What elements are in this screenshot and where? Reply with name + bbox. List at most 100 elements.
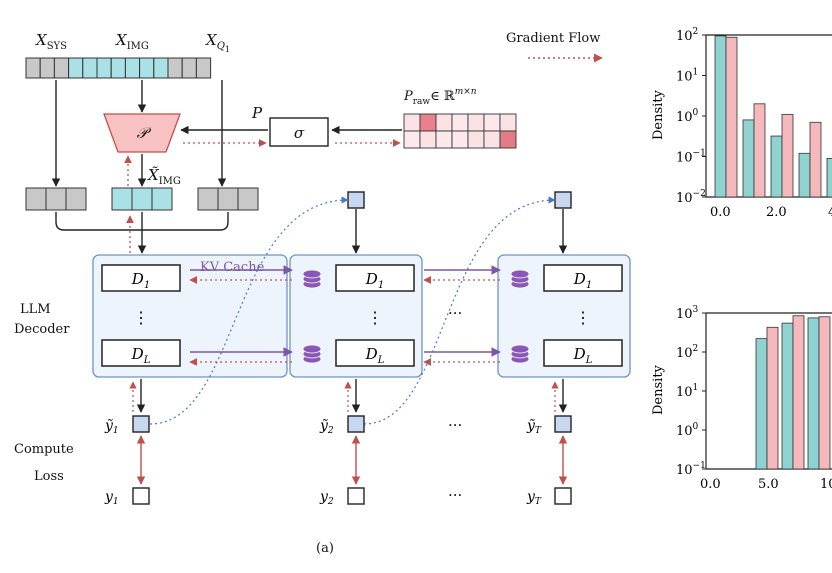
kv-cache-label: KV Cache (200, 260, 265, 275)
vertical-ellipsis: ⋮ (133, 308, 149, 327)
praw-label: Praw∈ ℝm×n (403, 87, 477, 107)
y-square (347, 487, 365, 505)
praw-cell (451, 113, 469, 132)
token-cell (181, 57, 197, 79)
ytilde-square (554, 415, 572, 433)
llm-decoder-label-2: Decoder (14, 322, 70, 337)
dl-label: DL (573, 345, 593, 366)
y-tick-label: 102 (676, 27, 698, 44)
token-cell (151, 187, 173, 211)
dl-label: DL (365, 345, 385, 366)
x-tick-label: 0.0 (710, 205, 731, 220)
sigma-box (269, 117, 329, 147)
autoregressive-arrow (149, 196, 349, 425)
ellipsis-panels: ··· (448, 304, 462, 322)
praw-cell (467, 113, 485, 132)
token-cell (167, 57, 183, 79)
x-tick-label: 2.0 (766, 205, 787, 220)
praw-cell (403, 130, 421, 149)
decoder-layer-d1 (101, 264, 181, 292)
token-cell (131, 187, 153, 211)
compute-loss-label-2: Loss (34, 469, 64, 484)
token-cell (111, 187, 133, 211)
kv-cache-icon (510, 344, 530, 364)
middle-token-strip (25, 187, 259, 211)
token-cell (45, 187, 67, 211)
token-cell (25, 187, 47, 211)
token-square (554, 191, 572, 209)
sigma-label: σ (294, 124, 305, 142)
decoder-layer-d1 (543, 264, 623, 292)
ellipsis-ytilde: ··· (448, 416, 462, 434)
bar-series-1 (826, 157, 832, 198)
bar-series-1 (807, 317, 820, 470)
bar-series-2 (792, 315, 805, 470)
token-cell (197, 187, 219, 211)
vertical-ellipsis: ⋮ (575, 308, 591, 327)
y-tick-label: 10−2 (676, 189, 706, 206)
token-cell (195, 57, 212, 79)
bar-series-2 (725, 36, 738, 198)
y-axis-label: Density (651, 364, 666, 415)
ytilde-square (347, 415, 365, 433)
token-cell (153, 57, 169, 79)
y-tick-label: 100 (676, 422, 699, 439)
y-tick-label: 103 (676, 305, 699, 322)
svg-text:XSYS: XSYS (35, 31, 67, 52)
input-token-strip (25, 57, 212, 79)
praw-cell (419, 130, 437, 149)
token-square (347, 191, 365, 209)
vertical-ellipsis: ⋮ (367, 308, 383, 327)
dl-label: DL (131, 345, 151, 366)
d1-label: D1 (573, 270, 592, 291)
y-label: y1 (104, 489, 119, 507)
bar-series-1 (714, 35, 727, 198)
praw-cell (419, 113, 437, 132)
token-cell (124, 57, 141, 79)
y-square (132, 487, 150, 505)
y-tick-label: 101 (676, 383, 698, 400)
bar-series-1 (781, 322, 794, 470)
autoregressive-arrow (363, 196, 556, 425)
praw-cell (435, 113, 453, 132)
kv-cache-icon (302, 269, 322, 289)
praw-cell (451, 130, 469, 149)
ytilde-label: ỹT (526, 418, 542, 436)
praw-cell (435, 130, 453, 149)
x-tick-label: 5.0 (758, 477, 779, 492)
praw-matrix (403, 113, 517, 149)
projection-trapezoid (103, 113, 181, 153)
y-tick-label: 10−1 (676, 461, 706, 478)
praw-cell (499, 130, 517, 149)
token-cell (82, 57, 98, 79)
praw-cell (467, 130, 485, 149)
token-cell (110, 57, 126, 79)
token-cell (53, 57, 70, 79)
ytilde-label: ỹ1 (104, 418, 119, 436)
bar-series-1 (755, 338, 768, 470)
ytilde-label: ỹ2 (319, 418, 334, 436)
bar-series-2 (809, 121, 822, 198)
d1-label: D1 (365, 270, 384, 291)
token-cell (25, 57, 41, 79)
x-tick-label: 0.0 (700, 477, 721, 492)
token-cell (68, 57, 84, 79)
bar-series-2 (753, 103, 766, 198)
token-cell (237, 187, 259, 211)
ellipsis-y: ··· (448, 486, 462, 504)
p-label: P (251, 104, 263, 122)
y-tick-label: 100 (676, 108, 699, 125)
token-cell (96, 57, 112, 79)
bar-series-2 (766, 326, 779, 470)
token-cell (217, 187, 239, 211)
praw-cell (483, 113, 501, 132)
kv-cache-icon (302, 344, 322, 364)
bar-series-1 (770, 135, 783, 198)
decoder-layer-dl (335, 339, 415, 367)
y-axis-label: Density (651, 89, 666, 140)
x-tick-label: 4. (828, 205, 832, 220)
praw-cell (403, 113, 421, 132)
bar-series-1 (798, 152, 811, 198)
input-labels: XSYS XIMG XQ1 (35, 31, 230, 54)
